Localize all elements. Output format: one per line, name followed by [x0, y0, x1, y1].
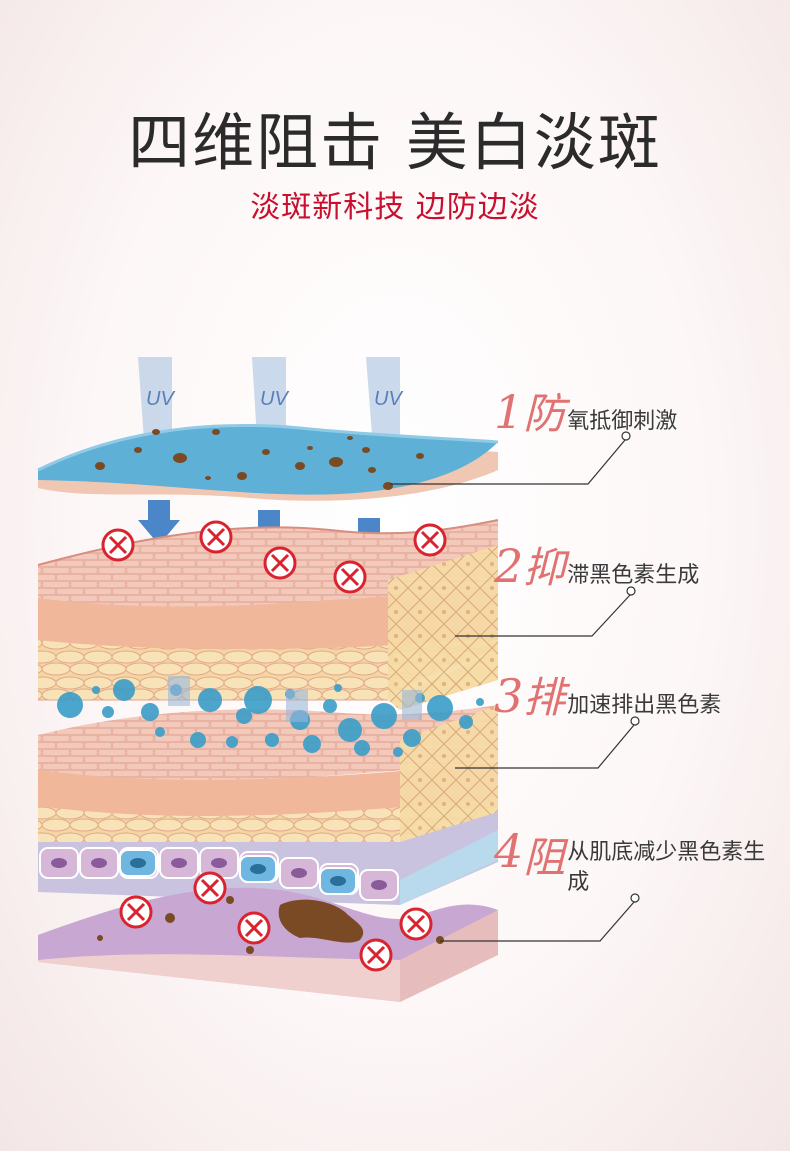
faded-arrows	[168, 676, 422, 722]
step-3-number: 3	[494, 669, 524, 723]
layer-1-surface	[37, 423, 499, 501]
step-2-head: 抑	[523, 543, 566, 592]
step-1-desc: 氧抵御刺激	[567, 409, 678, 434]
step-1-head: 防	[523, 389, 566, 438]
leader-lines	[390, 431, 640, 942]
step-4-desc: 从肌底减少黑色素生成	[567, 840, 766, 895]
step-1-label: 1 防 氧抵御刺激	[494, 380, 677, 441]
layer-3-dermis	[38, 676, 498, 858]
step-4-number: 4	[494, 824, 524, 878]
step-3-desc: 加速排出黑色素	[567, 693, 722, 718]
step-4-label: 4 阻 从肌底减少黑色素生成	[494, 824, 774, 898]
step-2-desc: 滞黑色素生成	[567, 563, 700, 588]
layer-2-epidermis	[37, 519, 499, 710]
step-2-label: 2 抑 滞黑色素生成	[494, 534, 699, 595]
layer-4-basal	[38, 812, 498, 1002]
step-2-number: 2	[494, 539, 524, 593]
uv-label-1: UV	[146, 388, 175, 410]
step-3-head: 排	[523, 673, 566, 722]
page-title: 四维阻击 美白淡斑	[128, 106, 662, 179]
uv-label-3: UV	[374, 388, 403, 410]
step-3-label: 3 排 加速排出黑色素	[494, 664, 721, 725]
step-4-head: 阻	[523, 833, 566, 882]
uv-label-2: UV	[260, 388, 289, 410]
page-subtitle: 淡斑新科技 边防边淡	[250, 190, 540, 225]
step-1-number: 1	[494, 385, 524, 439]
